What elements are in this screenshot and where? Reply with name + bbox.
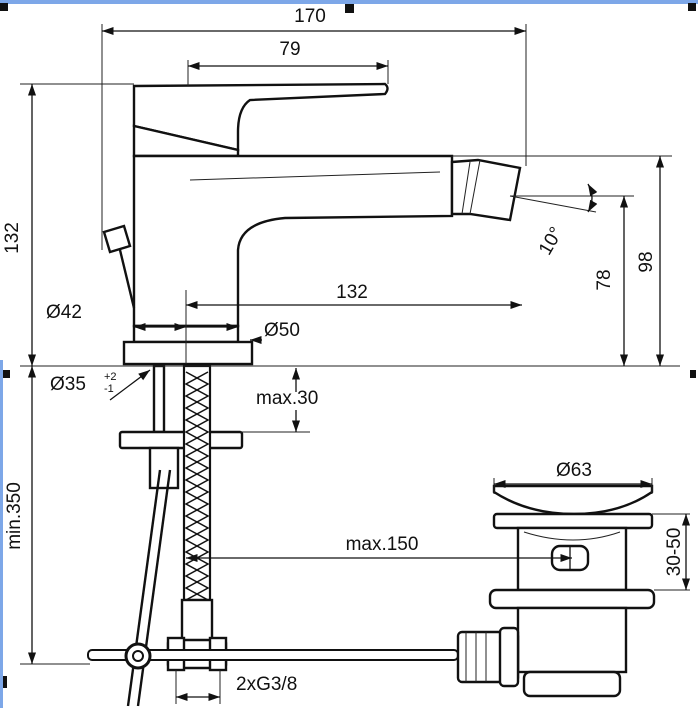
frame-corner-marker [345, 4, 354, 13]
dim-base-diameter: Ø50 [264, 320, 300, 341]
frame-corner-marker [688, 3, 696, 11]
dim-spout-height-inner: 78 [594, 269, 615, 290]
waste-nut [488, 588, 656, 610]
dim-lever-length: 79 [279, 39, 300, 60]
dim-total-height: 132 [2, 222, 23, 254]
dim-spout-reach: 132 [336, 282, 368, 303]
frame-corner-marker [2, 370, 10, 378]
waste-tail-end [522, 670, 622, 698]
frame-left-edge [0, 360, 3, 708]
dim-waste-diameter: Ø63 [556, 460, 592, 481]
tap-body [132, 154, 454, 328]
tap-base-plate [122, 340, 254, 366]
dim-deck-thickness: max.30 [256, 388, 318, 409]
fixing-nut [148, 446, 180, 490]
body-highlight [189, 171, 441, 181]
spout-nozzle-ring [469, 159, 481, 215]
popup-rod [118, 249, 136, 309]
dim-waste-height: 30-50 [664, 528, 685, 577]
pull-rod [87, 469, 459, 707]
braided-hose [166, 364, 228, 672]
dim-hole-tolerance-minus: -1 [104, 383, 114, 395]
frame-corner-marker [0, 3, 8, 11]
waste-side-nut [498, 626, 520, 688]
dim-body-diameter: Ø42 [46, 302, 82, 323]
dim-swivel-angle: 10° [535, 224, 568, 259]
mixer-tap [102, 82, 522, 490]
frame-corner-marker [0, 676, 7, 688]
dim-connection-thread: 2xG3/8 [236, 674, 297, 695]
waste-flange [492, 512, 654, 530]
dim-hose-length: min.350 [4, 482, 25, 550]
dim-hole-tolerance-plus: +2 [104, 371, 117, 383]
dim-flex-reach: max.150 [346, 534, 419, 555]
frame-corner-marker [690, 370, 696, 378]
waste-cap [492, 484, 654, 516]
spout-nozzle [450, 158, 522, 222]
dim-spout-height-outer: 98 [636, 251, 657, 272]
fixing-rod [152, 364, 166, 434]
waste-fitting [456, 484, 656, 698]
fixing-plate [118, 430, 244, 450]
dim-overall-width: 170 [294, 6, 326, 27]
dim-hole-diameter: Ø35 [50, 374, 86, 395]
waste-tail [516, 606, 628, 674]
lever-handle [132, 82, 389, 152]
frame-top-edge [0, 0, 698, 4]
spout-nozzle-ring [461, 161, 471, 215]
popup-rod-knob [102, 224, 132, 254]
hose-fitting [180, 598, 214, 644]
